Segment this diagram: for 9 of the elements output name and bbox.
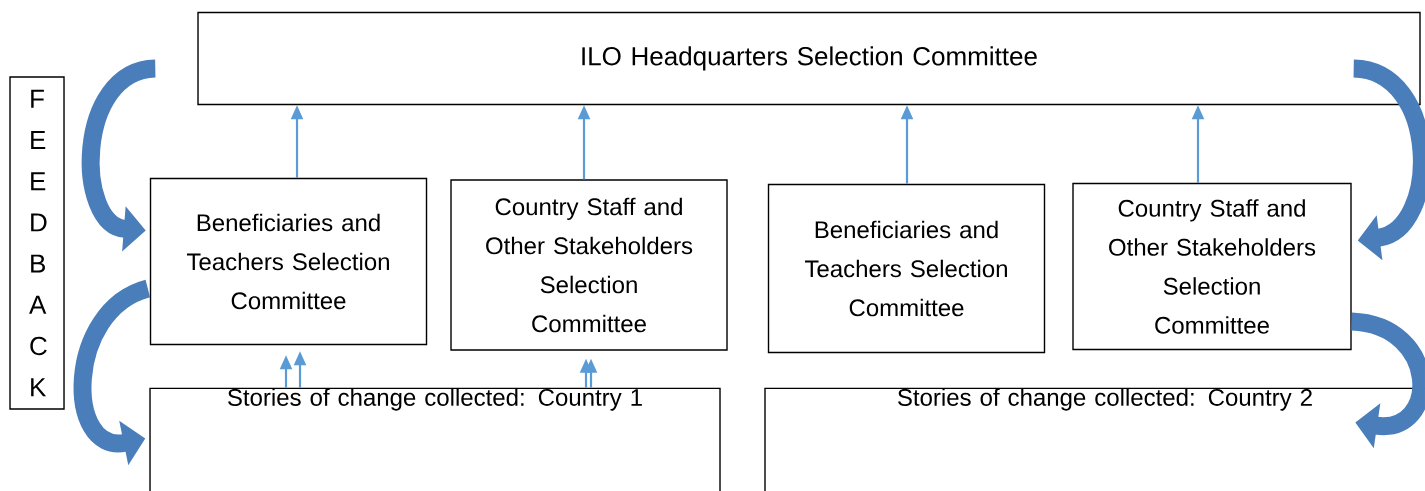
top-box: ILO Headquarters Selection Committee	[197, 11, 1421, 106]
process-box: Country Staff and Other Stakeholders Selection Committee	[1072, 182, 1352, 351]
process-box: Beneficiaries and Teachers Selection Committee	[767, 183, 1046, 354]
process-box: Stories of change collected: Country 1	[149, 387, 721, 491]
curved-arrow	[1352, 59, 1425, 261]
process-box: Country Staff and Other Stakeholders Selection Committee	[450, 179, 728, 351]
side-box: F E E D B A C K	[9, 76, 65, 410]
process-box: Beneficiaries and Teachers Selection Committee	[149, 177, 428, 346]
process-box: Stories of change collected: Country 2	[764, 387, 1425, 491]
